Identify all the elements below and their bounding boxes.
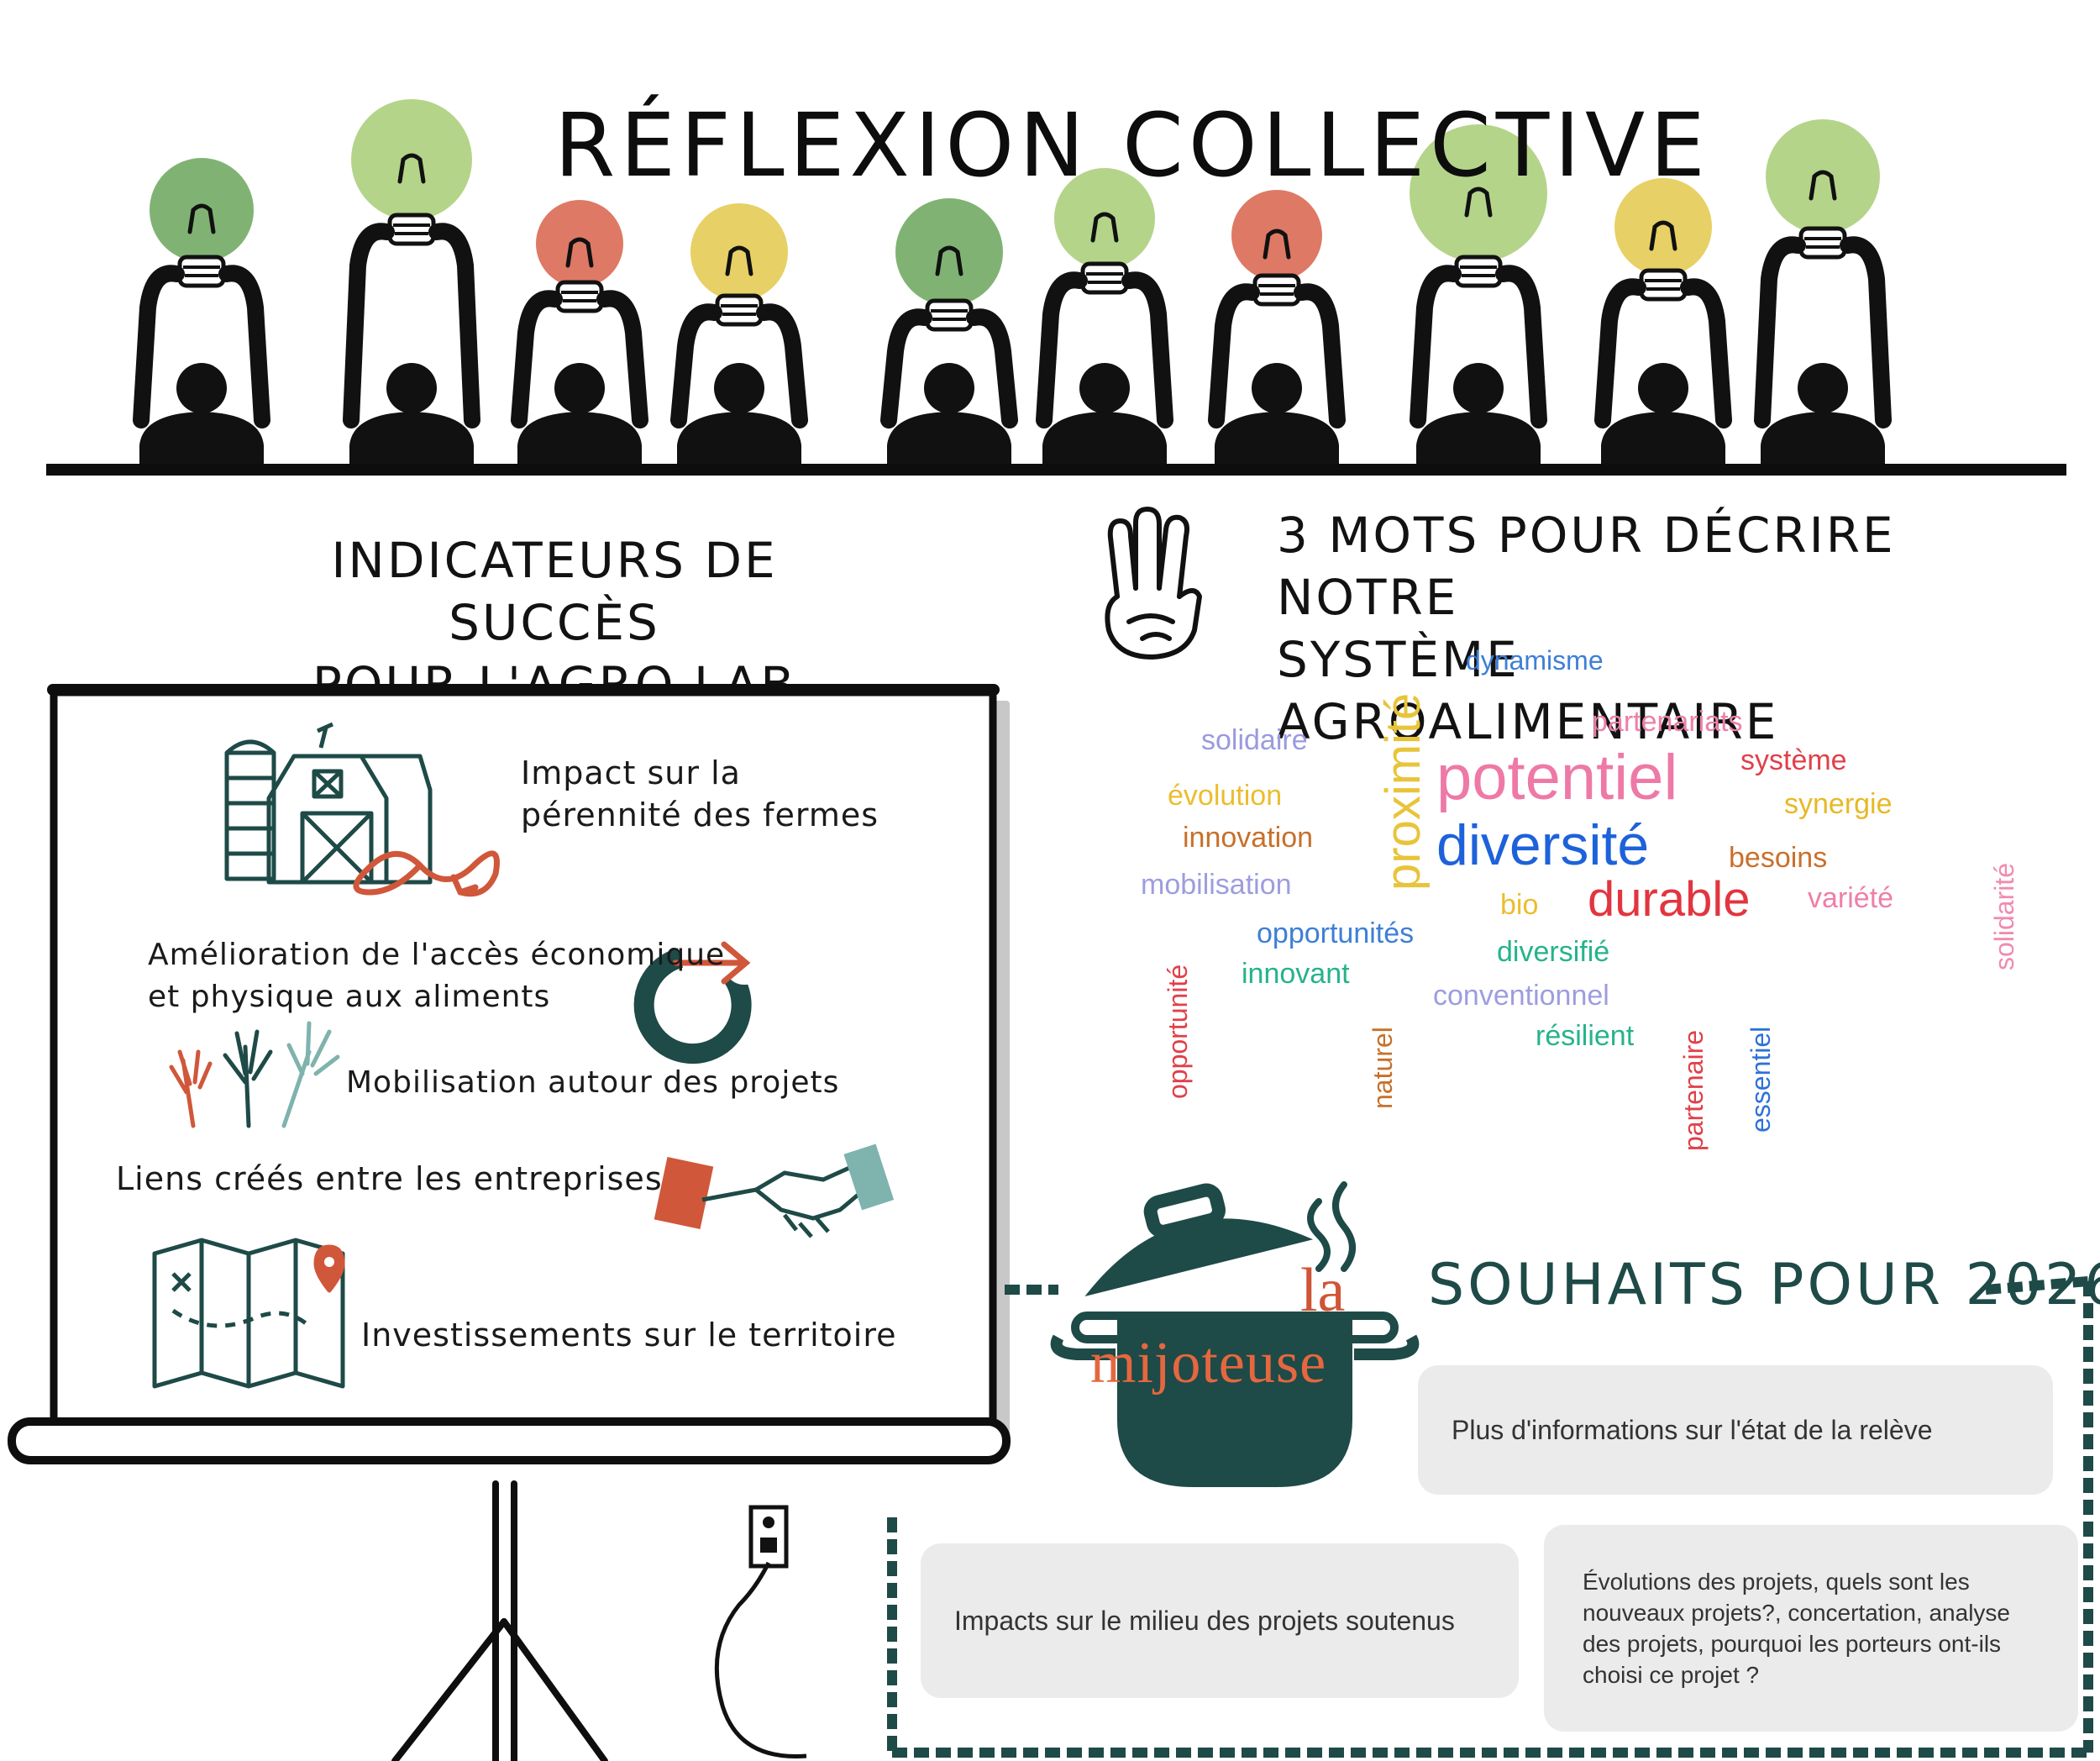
wish-card: Évolutions des projets, quels sont les n… [1544, 1525, 2078, 1732]
indicator-item-farms: Impact sur la pérennité des fermes [521, 752, 879, 836]
indicator-label: Impact sur la [521, 754, 741, 791]
word-cloud-term: conventionnel [1433, 980, 1609, 1012]
indicator-item-links: Liens créés entre les entreprises [116, 1158, 663, 1200]
power-outlet-icon [714, 1505, 807, 1758]
word-cloud-term: évolution [1168, 780, 1283, 812]
word-cloud-term: innovation [1183, 822, 1314, 854]
word-cloud-term: résilient [1536, 1020, 1635, 1052]
word-cloud-term: besoins [1729, 842, 1828, 874]
infinity-arrow-icon [363, 850, 500, 897]
three-words-section-title: 3 MOTS POUR DÉCRIRE NOTRE SYSTÈME AGROAL… [1277, 504, 2033, 753]
screen-roller [8, 1417, 1011, 1464]
person-holding-lightbulb [880, 198, 1018, 470]
word-cloud-term: durable [1588, 872, 1751, 927]
three-words-title-line1: 3 MOTS POUR DÉCRIRE NOTRE [1277, 507, 1896, 626]
wish-card-text: Plus d'informations sur l'état de la rel… [1452, 1415, 1933, 1445]
indicator-item-access: Amélioration de l'accès économique et ph… [148, 934, 725, 1018]
word-cloud-term: potentiel [1436, 742, 1678, 813]
person-holding-lightbulb [670, 203, 808, 470]
raised-hands-icon [169, 1021, 340, 1128]
wish-card: Impacts sur le milieu des projets souten… [921, 1543, 1519, 1698]
wish-card: Plus d'informations sur l'état de la rel… [1418, 1365, 2053, 1495]
person-holding-lightbulb [343, 99, 480, 470]
person-holding-lightbulb [133, 158, 270, 470]
wish-card-text: Impacts sur le milieu des projets souten… [954, 1606, 1455, 1636]
three-words-title-line2: SYSTÈME AGROALIMENTAIRE [1277, 631, 1779, 750]
word-cloud-term: variété [1808, 882, 1894, 914]
indicator-item-investments: Investissements sur le territoire [361, 1314, 897, 1356]
person-holding-lightbulb [1208, 190, 1346, 470]
handshake-icon [654, 1143, 895, 1238]
word-cloud-term: système [1740, 744, 1847, 776]
target-arrow-icon [633, 941, 764, 1064]
word-cloud-term: dynamisme [1466, 645, 1604, 675]
page-title: RÉFLEXION COLLECTIVE [554, 94, 1710, 197]
person-holding-lightbulb [511, 200, 648, 470]
indicator-label: Mobilisation autour des projets [346, 1065, 840, 1100]
indicator-label: Investissements sur le territoire [361, 1317, 897, 1354]
indicator-label: Amélioration de l'accès économique [148, 938, 726, 972]
word-cloud-term: mobilisation [1141, 869, 1292, 901]
word-cloud-term: solidaire [1201, 724, 1308, 756]
projection-screen-illustration [8, 684, 1011, 1761]
three-fingers-icon [1105, 507, 1202, 660]
map-pin-icon [152, 1238, 345, 1389]
indicator-item-mobilisation: Mobilisation autour des projets [346, 1062, 839, 1104]
word-cloud-term: diversité [1436, 813, 1650, 877]
brand-name: mijoteuse [1090, 1331, 1327, 1396]
wishes-section-title: SOUHAITS POUR 2026 [1428, 1252, 2100, 1318]
brand-small-word: la [1300, 1256, 1346, 1325]
indicator-label: et physique aux aliments [148, 980, 551, 1014]
person-holding-lightbulb [1754, 119, 1892, 470]
word-cloud-term: diversifié [1497, 936, 1610, 968]
person-holding-lightbulb [1410, 124, 1547, 470]
word-cloud-term: innovant [1242, 958, 1350, 990]
ground-line [46, 464, 2066, 476]
word-cloud-term: bio [1500, 889, 1539, 921]
indicator-label: Liens créés entre les entreprises [116, 1160, 663, 1197]
mijoteuse-pot-logo [1050, 1181, 1420, 1487]
word-cloud-term: opportunités [1257, 917, 1415, 949]
indicator-label: pérennité des fermes [521, 796, 879, 833]
word-cloud-term: synergie [1784, 788, 1893, 820]
person-holding-lightbulb [1036, 168, 1173, 470]
barn-icon [224, 722, 433, 885]
wish-card-text: Évolutions des projets, quels sont les n… [1583, 1569, 2010, 1688]
people-with-lightbulbs-illustration [46, 99, 2066, 476]
word-cloud-term: partenariats [1592, 706, 1743, 738]
person-holding-lightbulb [1594, 178, 1732, 470]
indicators-title-line1: INDICATEURS DE SUCCÈS [331, 532, 778, 651]
